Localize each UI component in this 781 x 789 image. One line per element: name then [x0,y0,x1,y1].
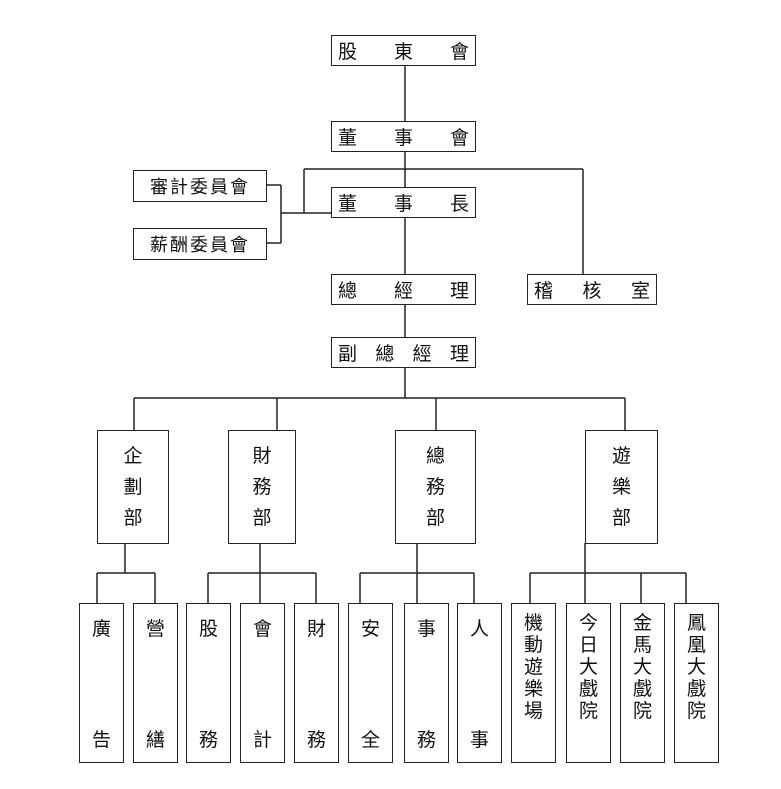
unit-finance-box: 財 務 [294,603,339,763]
unit-char: 大 [578,656,598,678]
dept-name-char: 企 [123,444,143,467]
unit-phoenix-theater-box: 鳳 凰 大 戲 院 [674,603,719,763]
board-char: 董 [338,127,358,149]
shareholders-char: 東 [393,41,413,63]
dept-name-char: 部 [252,506,272,529]
unit-affairs-box: 事 務 [404,603,449,763]
unit-char: 馬 [632,634,652,656]
unit-char: 事 [416,618,436,640]
general-manager-char: 理 [449,280,469,302]
general-manager-char: 經 [393,280,413,302]
unit-personnel-box: 人 事 [457,603,502,763]
unit-golden-horse-theater-box: 金 馬 大 戲 院 [620,603,665,763]
board-box: 董 事 會 [331,121,476,152]
board-char: 事 [393,127,413,149]
dept-name-char: 部 [425,506,445,529]
unit-char: 告 [91,729,111,751]
unit-char: 戲 [578,678,598,700]
unit-char: 事 [469,729,489,751]
unit-amusement-park-box: 機 動 遊 樂 場 [511,603,556,763]
unit-char: 鳳 [686,612,706,634]
audit-office-char: 稽 [534,280,554,302]
unit-char: 院 [578,700,598,722]
unit-char: 營 [145,618,165,640]
unit-char: 場 [523,700,543,722]
unit-char: 務 [306,729,326,751]
chairman-char: 長 [449,193,469,215]
general-manager-char: 總 [338,280,358,302]
chairman-char: 事 [393,193,413,215]
unit-today-theater-box: 今 日 大 戲 院 [566,603,611,763]
unit-char: 會 [252,618,272,640]
unit-safety-box: 安 全 [348,603,393,763]
unit-char: 繕 [145,729,165,751]
unit-char: 日 [578,634,598,656]
unit-char: 院 [686,700,706,722]
unit-char: 股 [198,618,218,640]
unit-stock-affairs-box: 股 務 [186,603,231,763]
deputy-gm-box: 副 總 經 理 [331,337,476,368]
unit-char: 動 [523,634,543,656]
shareholders-char: 股 [338,41,358,63]
unit-char: 樂 [523,678,543,700]
audit-office-box: 稽 核 室 [527,274,657,305]
unit-char: 戲 [686,678,706,700]
unit-char: 大 [686,656,706,678]
unit-char: 今 [578,612,598,634]
unit-char: 計 [252,729,272,751]
chairman-char: 董 [338,193,358,215]
unit-char: 遊 [523,656,543,678]
general-manager-box: 總 經 理 [331,274,476,305]
unit-char: 務 [416,729,436,751]
dept-name-char: 樂 [611,475,631,498]
audit-office-char: 核 [582,280,602,302]
unit-char: 金 [632,612,652,634]
dept-entertainment-box: 遊 樂 部 [585,430,658,544]
dept-name-char: 務 [425,475,445,498]
remuneration-committee-box: 薪酬委員會 [133,228,267,260]
dept-planning-box: 企 劃 部 [97,430,169,544]
remuneration-committee-label: 薪酬委員會 [150,235,250,256]
chairman-box: 董 事 長 [331,187,476,218]
unit-char: 財 [306,618,326,640]
unit-accounting-box: 會 計 [240,603,285,763]
dept-name-char: 總 [425,444,445,467]
unit-char: 院 [632,700,652,722]
shareholders-char: 會 [449,41,469,63]
dept-finance-box: 財 務 部 [228,430,296,544]
dept-name-char: 部 [123,506,143,529]
unit-char: 全 [360,729,380,751]
dept-name-char: 部 [611,506,631,529]
dept-name-char: 劃 [123,475,143,498]
audit-committee-label: 審計委員會 [150,177,250,198]
unit-char: 機 [523,612,543,634]
dept-name-char: 務 [252,475,272,498]
unit-char: 凰 [686,634,706,656]
board-char: 會 [449,127,469,149]
unit-char: 務 [198,729,218,751]
dept-name-char: 財 [252,444,272,467]
unit-char: 戲 [632,678,652,700]
unit-char: 大 [632,656,652,678]
unit-advertising-box: 廣 告 [79,603,124,763]
dept-general-affairs-box: 總 務 部 [395,430,476,544]
shareholders-box: 股 東 會 [331,35,476,66]
unit-char: 人 [469,618,489,640]
deputy-gm-char: 副 [338,343,358,365]
deputy-gm-char: 總 [375,343,395,365]
deputy-gm-char: 理 [449,343,469,365]
unit-building-repair-box: 營 繕 [133,603,178,763]
dept-name-char: 遊 [611,444,631,467]
deputy-gm-char: 經 [412,343,432,365]
unit-char: 廣 [91,618,111,640]
audit-committee-box: 審計委員會 [133,170,267,202]
audit-office-char: 室 [630,280,650,302]
unit-char: 安 [360,618,380,640]
